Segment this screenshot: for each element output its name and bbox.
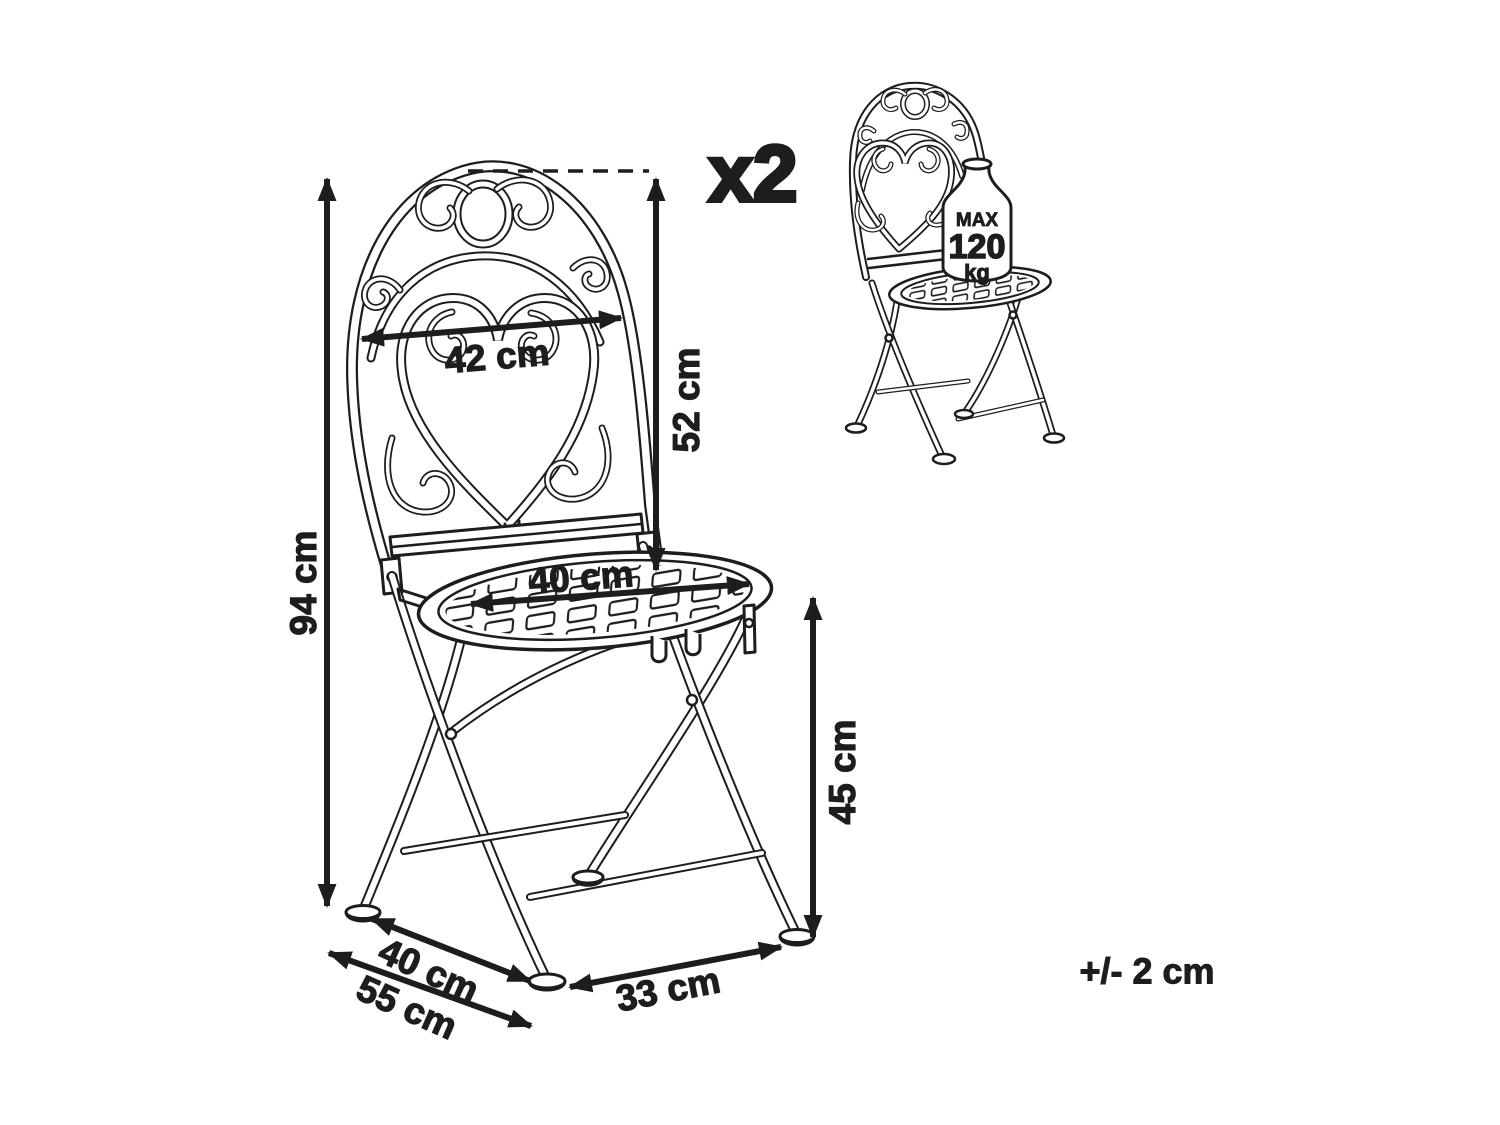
secondary-chair-illustration: MAX 120 kg bbox=[844, 86, 1066, 466]
under-seat-hook bbox=[650, 636, 668, 664]
dim-label-backrest-height: 52 cm bbox=[666, 348, 707, 453]
dim-label-seat-height: 45 cm bbox=[822, 720, 863, 825]
chair-backrest bbox=[352, 166, 658, 596]
weight-limit-value: 120 bbox=[949, 228, 1006, 266]
dimension-arrow bbox=[568, 941, 783, 993]
chair-foot bbox=[344, 904, 382, 923]
chair-foot bbox=[953, 408, 975, 420]
weight-limit-unit: kg bbox=[964, 260, 990, 285]
chair-legs bbox=[344, 546, 816, 992]
chair-foot bbox=[527, 972, 567, 992]
dimension-arrow bbox=[469, 576, 751, 612]
weight-vase-icon bbox=[941, 164, 1013, 283]
under-seat-hook bbox=[684, 629, 702, 657]
chair-foot bbox=[778, 928, 816, 947]
weight-vase-lip bbox=[961, 157, 993, 171]
tolerance-label: +/- 2 cm bbox=[1079, 951, 1214, 992]
dimension-total-height: 94 cm bbox=[282, 177, 337, 908]
leg-pivot-bolt bbox=[685, 693, 699, 707]
chair-foot bbox=[931, 452, 957, 466]
small-chair-legs bbox=[844, 268, 1066, 466]
dim-label-backrest-width: 42 cm bbox=[443, 332, 551, 381]
quantity-label: x2 bbox=[709, 129, 798, 218]
dim-label-total-height: 94 cm bbox=[283, 531, 324, 636]
chair-foot bbox=[571, 869, 605, 887]
seat-leg-bracket bbox=[742, 603, 757, 655]
dimension-arrow bbox=[360, 310, 623, 347]
chair-foot bbox=[1042, 432, 1066, 444]
dimension-backrest-height: 52 cm bbox=[646, 177, 708, 572]
chair-foot bbox=[844, 422, 868, 434]
weight-limit-prefix: MAX bbox=[956, 210, 999, 231]
dimension-backrest-width: 42 cm bbox=[360, 310, 623, 382]
leg-pivot-bolt bbox=[444, 727, 458, 741]
dim-label-footprint-width: 33 cm bbox=[613, 959, 724, 1019]
dimension-footprint-width: 33 cm bbox=[568, 941, 783, 1020]
seat-inner-rim bbox=[437, 558, 753, 642]
dim-label-seat-diameter: 40 cm bbox=[527, 553, 635, 602]
dimension-seat-height: 45 cm bbox=[803, 596, 864, 939]
dimension-annotations: 94 cm 52 cm 45 cm 42 cm 40 cm 40 cm 55 c… bbox=[282, 169, 864, 1048]
weight-limit-badge: MAX 120 kg bbox=[941, 157, 1013, 286]
dimension-seat-diameter: 40 cm bbox=[469, 553, 751, 612]
dimension-arrow bbox=[327, 950, 533, 1029]
